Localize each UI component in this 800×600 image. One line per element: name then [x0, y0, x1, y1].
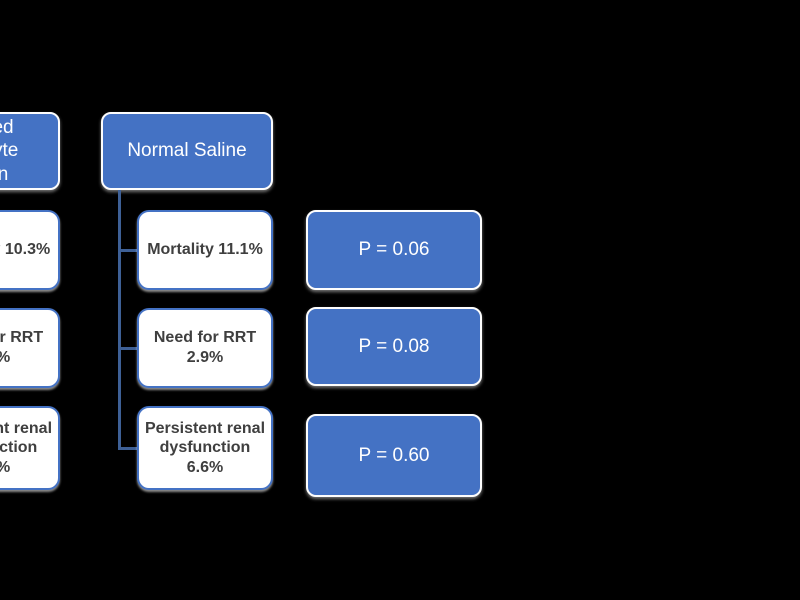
- connector-line-saline-stub-3: [118, 447, 137, 450]
- outcome-saline-mortality: Mortality 11.1%: [137, 210, 273, 290]
- outcome-balanced-need-for-rrt: Need for RRT 2.5%: [0, 308, 60, 388]
- outcome-saline-need-for-rrt: Need for RRT 2.9%: [137, 308, 273, 388]
- outcome-saline-persistent-renal-dysfunction: Persistent renal dysfunction 6.6%: [137, 406, 273, 490]
- header-normal-saline: Normal Saline: [101, 112, 273, 190]
- outcome-balanced-persistent-renal-dysfunction: Persistent renal dysfunction 6.4%: [0, 406, 60, 490]
- connector-line-saline-stub-1: [118, 249, 137, 252]
- header-balanced-electrolyte-solution: Balanced Electrolyte Solution: [0, 112, 60, 190]
- connector-line-saline-stub-2: [118, 347, 137, 350]
- p-value-need-for-rrt: P = 0.08: [306, 307, 482, 386]
- outcome-balanced-mortality: Mortality 10.3%: [0, 210, 60, 290]
- p-value-mortality: P = 0.06: [306, 210, 482, 290]
- connector-line-saline-vertical: [118, 190, 121, 450]
- p-value-persistent-renal-dysfunction: P = 0.60: [306, 414, 482, 497]
